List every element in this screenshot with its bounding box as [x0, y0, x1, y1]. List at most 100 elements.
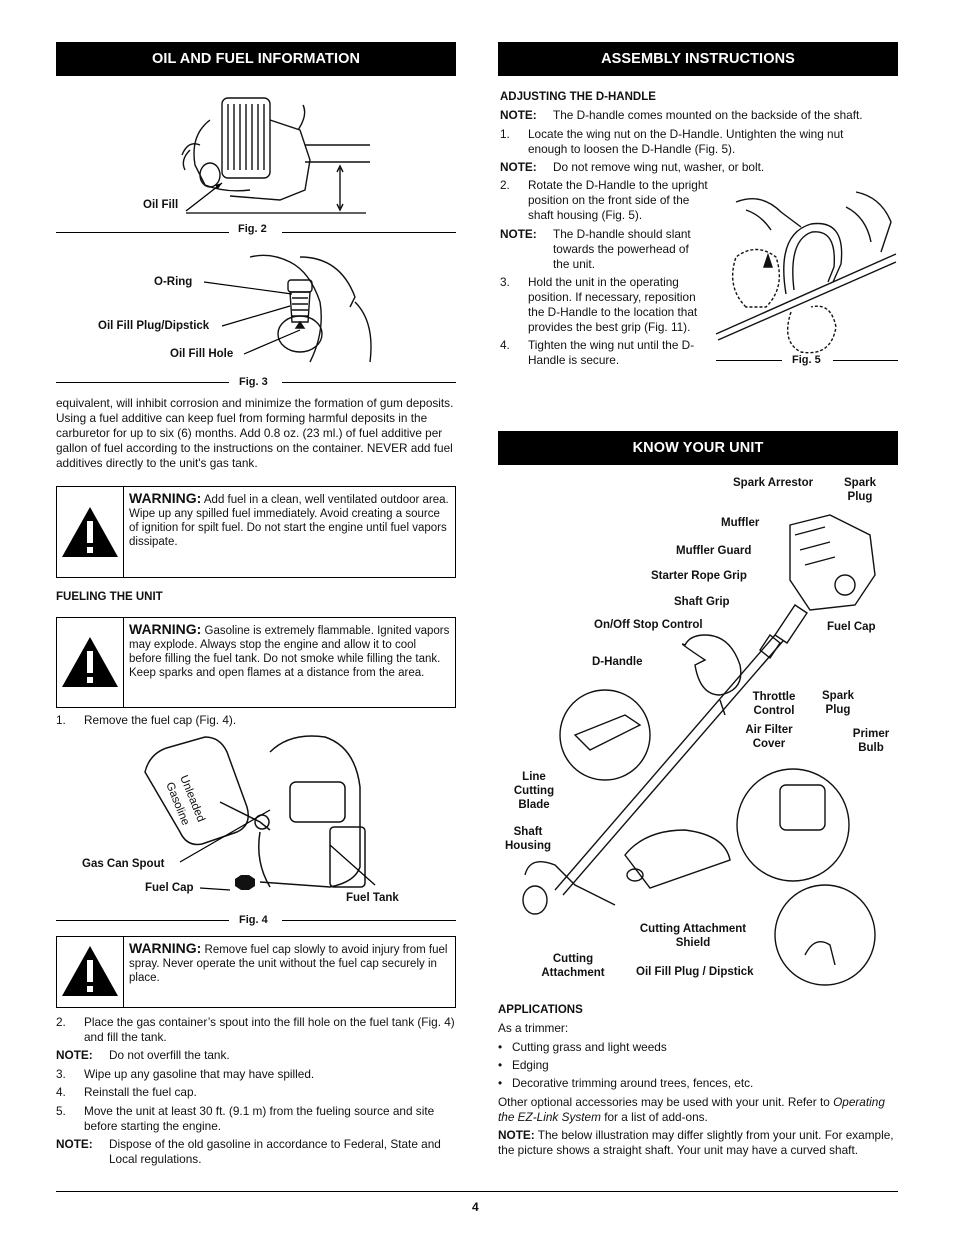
assembly-note-1: NOTE: The D-handle comes mounted on the … [500, 108, 900, 123]
note-text: The below illustration may differ slight… [498, 1128, 894, 1157]
step-text: Hold the unit in the operating position.… [528, 275, 698, 334]
label-fuel-cap: Fuel Cap [827, 621, 876, 633]
step-number: 2. [56, 1015, 66, 1029]
assembly-note-3: NOTE: The D-handle should slant towards … [500, 227, 706, 272]
assembly-step-4: 4. Tighten the wing nut until the D-Hand… [500, 338, 712, 368]
fig3-hole-label: Oil Fill Hole [170, 348, 234, 360]
label-throttle: Throttle Control [752, 691, 796, 717]
fueling-title: FUELING THE UNIT [56, 591, 163, 603]
fuel-step-5: 5. Move the unit at least 30 ft. (9.1 m)… [56, 1104, 456, 1134]
note-label: NOTE: [498, 1128, 535, 1142]
note-label: NOTE: [56, 1048, 93, 1062]
label-primer: Primer Bulb [852, 728, 890, 754]
applications-intro: As a trimmer: [498, 1021, 569, 1035]
assembly-step-2: 2. Rotate the D-Handle to the upright po… [500, 178, 716, 223]
fig4-caption: Fig. 4 [239, 914, 268, 926]
trimmer-illustration [522, 514, 876, 986]
warning3-title: WARNING: [129, 940, 202, 956]
note-label: NOTE: [500, 227, 537, 241]
fig3-o-ring-label: O-Ring [154, 276, 193, 288]
fig4-rule-right [282, 920, 456, 921]
step-text: Move the unit at least 30 ft. (9.1 m) fr… [84, 1104, 435, 1133]
fuel-note-2: NOTE: Dispose of the old gasoline in acc… [56, 1137, 456, 1167]
warning-triangle-icon [57, 618, 124, 707]
fig4-fueling-illustration: Unleaded Gasoline [144, 735, 366, 890]
fig2-oil-fill-label: Oil Fill [143, 199, 179, 211]
label-cutting-attachment: Cutting Attachment [541, 953, 605, 979]
warning-triangle-icon [57, 937, 124, 1007]
optional-accessories-paragraph: Other optional accessories may be used w… [498, 1095, 900, 1125]
assembly-note-2: NOTE: Do not remove wing nut, washer, or… [500, 160, 900, 175]
fig3-caption: Fig. 3 [239, 376, 268, 388]
fig3-plug-label: Oil Fill Plug/Dipstick [98, 320, 210, 332]
label-shaft-housing: Shaft Housing [505, 826, 551, 852]
know-your-unit-header: KNOW YOUR UNIT [498, 431, 898, 465]
step-number: 5. [56, 1104, 66, 1118]
warning2-title: WARNING: [129, 621, 202, 637]
fig2-rule-right [282, 232, 456, 233]
fig4-rule-left [56, 920, 229, 921]
fuel-additive-paragraph: equivalent, will inhibit corrosion and m… [56, 396, 454, 470]
fig3-oil-fill-illustration [249, 254, 372, 363]
application-item: •Decorative trimming around trees, fence… [498, 1076, 898, 1091]
label-onoff: On/Off Stop Control [594, 619, 703, 631]
adjust-dhandle-title: ADJUSTING THE D-HANDLE [500, 91, 656, 103]
warning1-text: Add fuel in a clean, well ventilated out… [129, 494, 449, 548]
warning-triangle-icon [57, 487, 124, 577]
note-text: Dispose of the old gasoline in accordanc… [109, 1137, 441, 1166]
warning-box-2: WARNING: Gasoline is extremely flammable… [56, 617, 456, 708]
label-cutting-shield: Cutting Attachment Shield [639, 923, 747, 949]
fig2-caption: Fig. 2 [238, 223, 267, 235]
assembly-step-3: 3. Hold the unit in the operating positi… [500, 275, 712, 335]
fuel-step-4: 4. Reinstall the fuel cap. [56, 1085, 456, 1100]
step-number: 1. [500, 127, 510, 141]
step-number: 3. [56, 1067, 66, 1081]
note-text: Do not overfill the tank. [109, 1048, 230, 1062]
label-spark-plug: Spark Plug [822, 690, 854, 716]
note-label: NOTE: [56, 1137, 93, 1151]
fig3-rule-right [282, 382, 456, 383]
fuel-step-1: 1. Remove the fuel cap (Fig. 4). [56, 713, 456, 728]
assembly-header: ASSEMBLY INSTRUCTIONS [498, 42, 898, 76]
warning-box-3: WARNING: Remove fuel cap slowly to avoid… [56, 936, 456, 1008]
fuel-step-3: 3. Wipe up any gasoline that may have sp… [56, 1067, 456, 1082]
label-oil-plug: Oil Fill Plug / Dipstick [636, 966, 754, 978]
warning-box-1: WARNING: Add fuel in a clean, well venti… [56, 486, 456, 578]
application-item: •Cutting grass and light weeds [498, 1040, 898, 1055]
illustration-note: NOTE: The below illustration may differ … [498, 1128, 898, 1158]
oil-fill-pointer [185, 182, 366, 214]
applications-title: APPLICATIONS [498, 1004, 583, 1016]
application-text: Cutting grass and light weeds [512, 1040, 667, 1054]
note-label: NOTE: [500, 160, 537, 174]
step-text: Wipe up any gasoline that may have spill… [84, 1067, 315, 1081]
step-text: Place the gas container’s spout into the… [84, 1015, 455, 1044]
step-text: Remove the fuel cap (Fig. 4). [84, 713, 237, 727]
label-air-filter: Air Filter Cover [745, 724, 793, 750]
assembly-step-1: 1. Locate the wing nut on the D-Handle. … [500, 127, 870, 157]
note-text: The D-handle should slant towards the po… [553, 227, 691, 271]
warning2-text: Gasoline is extremely flammable. Ignited… [129, 625, 450, 679]
label-line-blade: Line Cutting Blade [513, 771, 555, 811]
optional-emphasis: Operating the EZ-Link System [498, 1095, 885, 1124]
step-text: Tighten the wing nut until the D-Handle … [528, 338, 695, 367]
note-label: NOTE: [500, 108, 537, 122]
step-number: 2. [500, 178, 510, 192]
application-text: Edging [512, 1058, 549, 1072]
optional-post: for a list of add-ons. [600, 1110, 708, 1124]
footer-rule [56, 1191, 898, 1192]
fig2-engine-illustration [181, 97, 370, 212]
fig4-pointers [179, 809, 376, 891]
step-text: Reinstall the fuel cap. [84, 1085, 197, 1099]
step-number: 4. [500, 338, 510, 352]
step-number: 4. [56, 1085, 66, 1099]
fig4-tank-label: Fuel Tank [346, 892, 399, 904]
fuel-step-2: 2. Place the gas container’s spout into … [56, 1015, 456, 1045]
page-number: 4 [472, 1200, 479, 1214]
fig5-dhandle-illustration [715, 191, 897, 354]
application-text: Decorative trimming around trees, fences… [512, 1076, 754, 1090]
label-d-handle: D-Handle [592, 656, 643, 668]
oil-fuel-header: OIL AND FUEL INFORMATION [56, 42, 456, 76]
fig2-rule-left [56, 232, 229, 233]
step-text: Rotate the D-Handle to the upright posit… [528, 178, 708, 222]
step-number: 1. [56, 713, 66, 727]
